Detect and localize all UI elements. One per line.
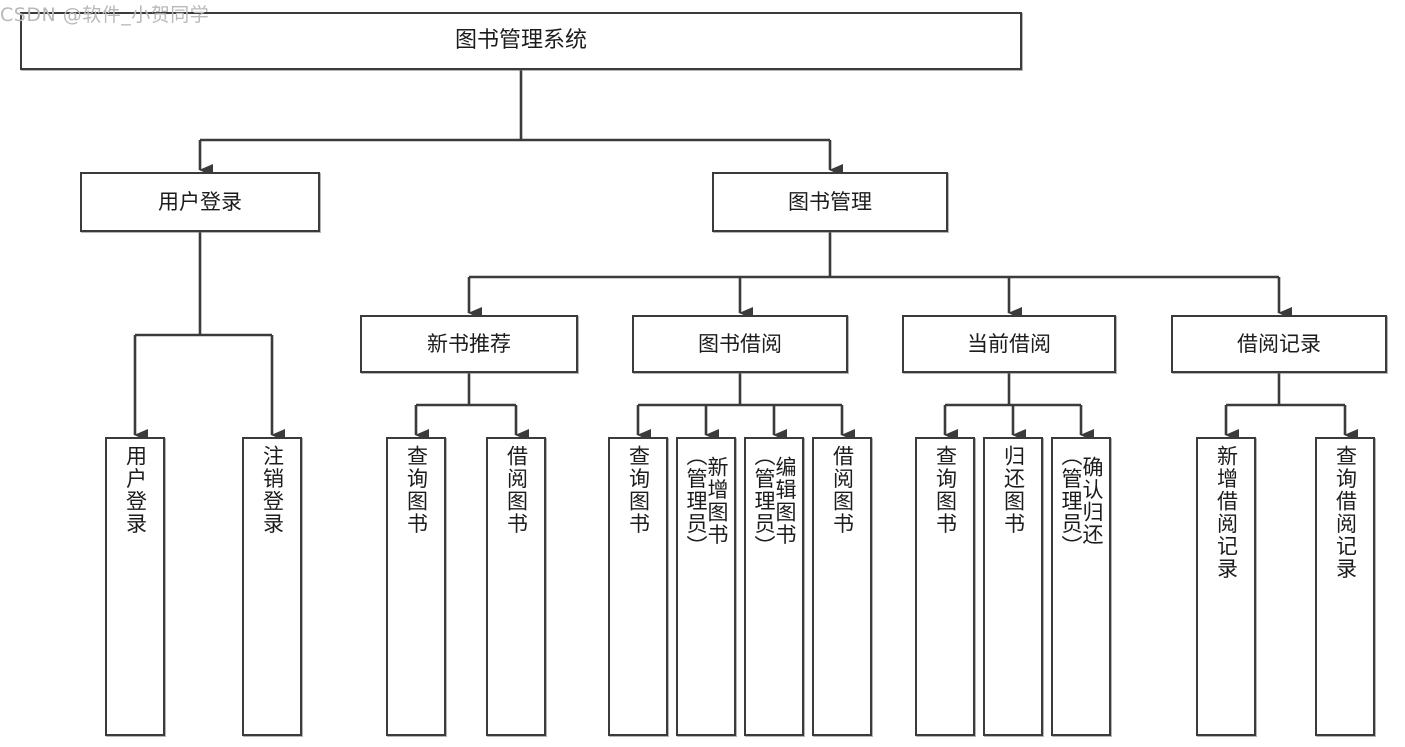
leaf-node-label: 查询图书	[626, 445, 651, 535]
level2-node-1[interactable]: 图书管理	[712, 172, 948, 232]
level3-node-label: 当前借阅	[967, 331, 1051, 356]
leaf-node-4[interactable]: 查询图书	[608, 437, 668, 736]
leaf-node-5[interactable]: 新增图书 （管理员）	[676, 437, 736, 736]
root-node-0[interactable]: 图书管理系统	[20, 12, 1022, 70]
leaf-node-label: 新增图书 （管理员）	[684, 445, 729, 558]
watermark-text: CSDN @软件_小贺同学	[0, 4, 210, 26]
leaf-node-9[interactable]: 归还图书	[983, 437, 1043, 736]
leaf-node-11[interactable]: 新增借阅记录	[1196, 437, 1256, 736]
leaf-node-7[interactable]: 借阅图书	[812, 437, 872, 736]
leaf-node-label: 查询图书	[404, 445, 429, 535]
leaf-node-label: 确认归还 （管理员）	[1059, 445, 1104, 558]
level2-node-label: 用户登录	[158, 189, 242, 214]
leaf-node-10[interactable]: 确认归还 （管理员）	[1051, 437, 1111, 736]
level3-node-label: 新书推荐	[427, 331, 511, 356]
leaf-node-label: 新增借阅记录	[1214, 445, 1239, 580]
level3-node-2[interactable]: 当前借阅	[902, 315, 1116, 373]
leaf-node-1[interactable]: 注销登录	[242, 437, 302, 736]
level2-node-0[interactable]: 用户登录	[80, 172, 320, 232]
leaf-node-label: 用户登录	[123, 445, 148, 535]
leaf-node-label: 借阅图书	[504, 445, 529, 535]
leaf-node-3[interactable]: 借阅图书	[486, 437, 546, 736]
leaf-node-label: 查询图书	[933, 445, 958, 535]
leaf-node-6[interactable]: 编辑图书 （管理员）	[744, 437, 804, 736]
root-node-label: 图书管理系统	[454, 28, 587, 54]
leaf-node-label: 编辑图书 （管理员）	[752, 445, 797, 558]
leaf-node-label: 归还图书	[1001, 445, 1026, 535]
level3-node-label: 图书借阅	[698, 331, 782, 356]
level3-node-1[interactable]: 图书借阅	[632, 315, 848, 373]
leaf-node-2[interactable]: 查询图书	[386, 437, 446, 736]
leaf-node-label: 查询借阅记录	[1333, 445, 1358, 580]
level3-node-3[interactable]: 借阅记录	[1171, 315, 1387, 373]
leaf-node-0[interactable]: 用户登录	[105, 437, 165, 736]
level3-node-0[interactable]: 新书推荐	[360, 315, 578, 373]
leaf-node-8[interactable]: 查询图书	[915, 437, 975, 736]
leaf-node-12[interactable]: 查询借阅记录	[1315, 437, 1375, 736]
leaf-node-label: 注销登录	[260, 445, 285, 535]
level2-node-label: 图书管理	[788, 189, 872, 214]
leaf-node-label: 借阅图书	[830, 445, 855, 535]
level3-node-label: 借阅记录	[1237, 331, 1321, 356]
